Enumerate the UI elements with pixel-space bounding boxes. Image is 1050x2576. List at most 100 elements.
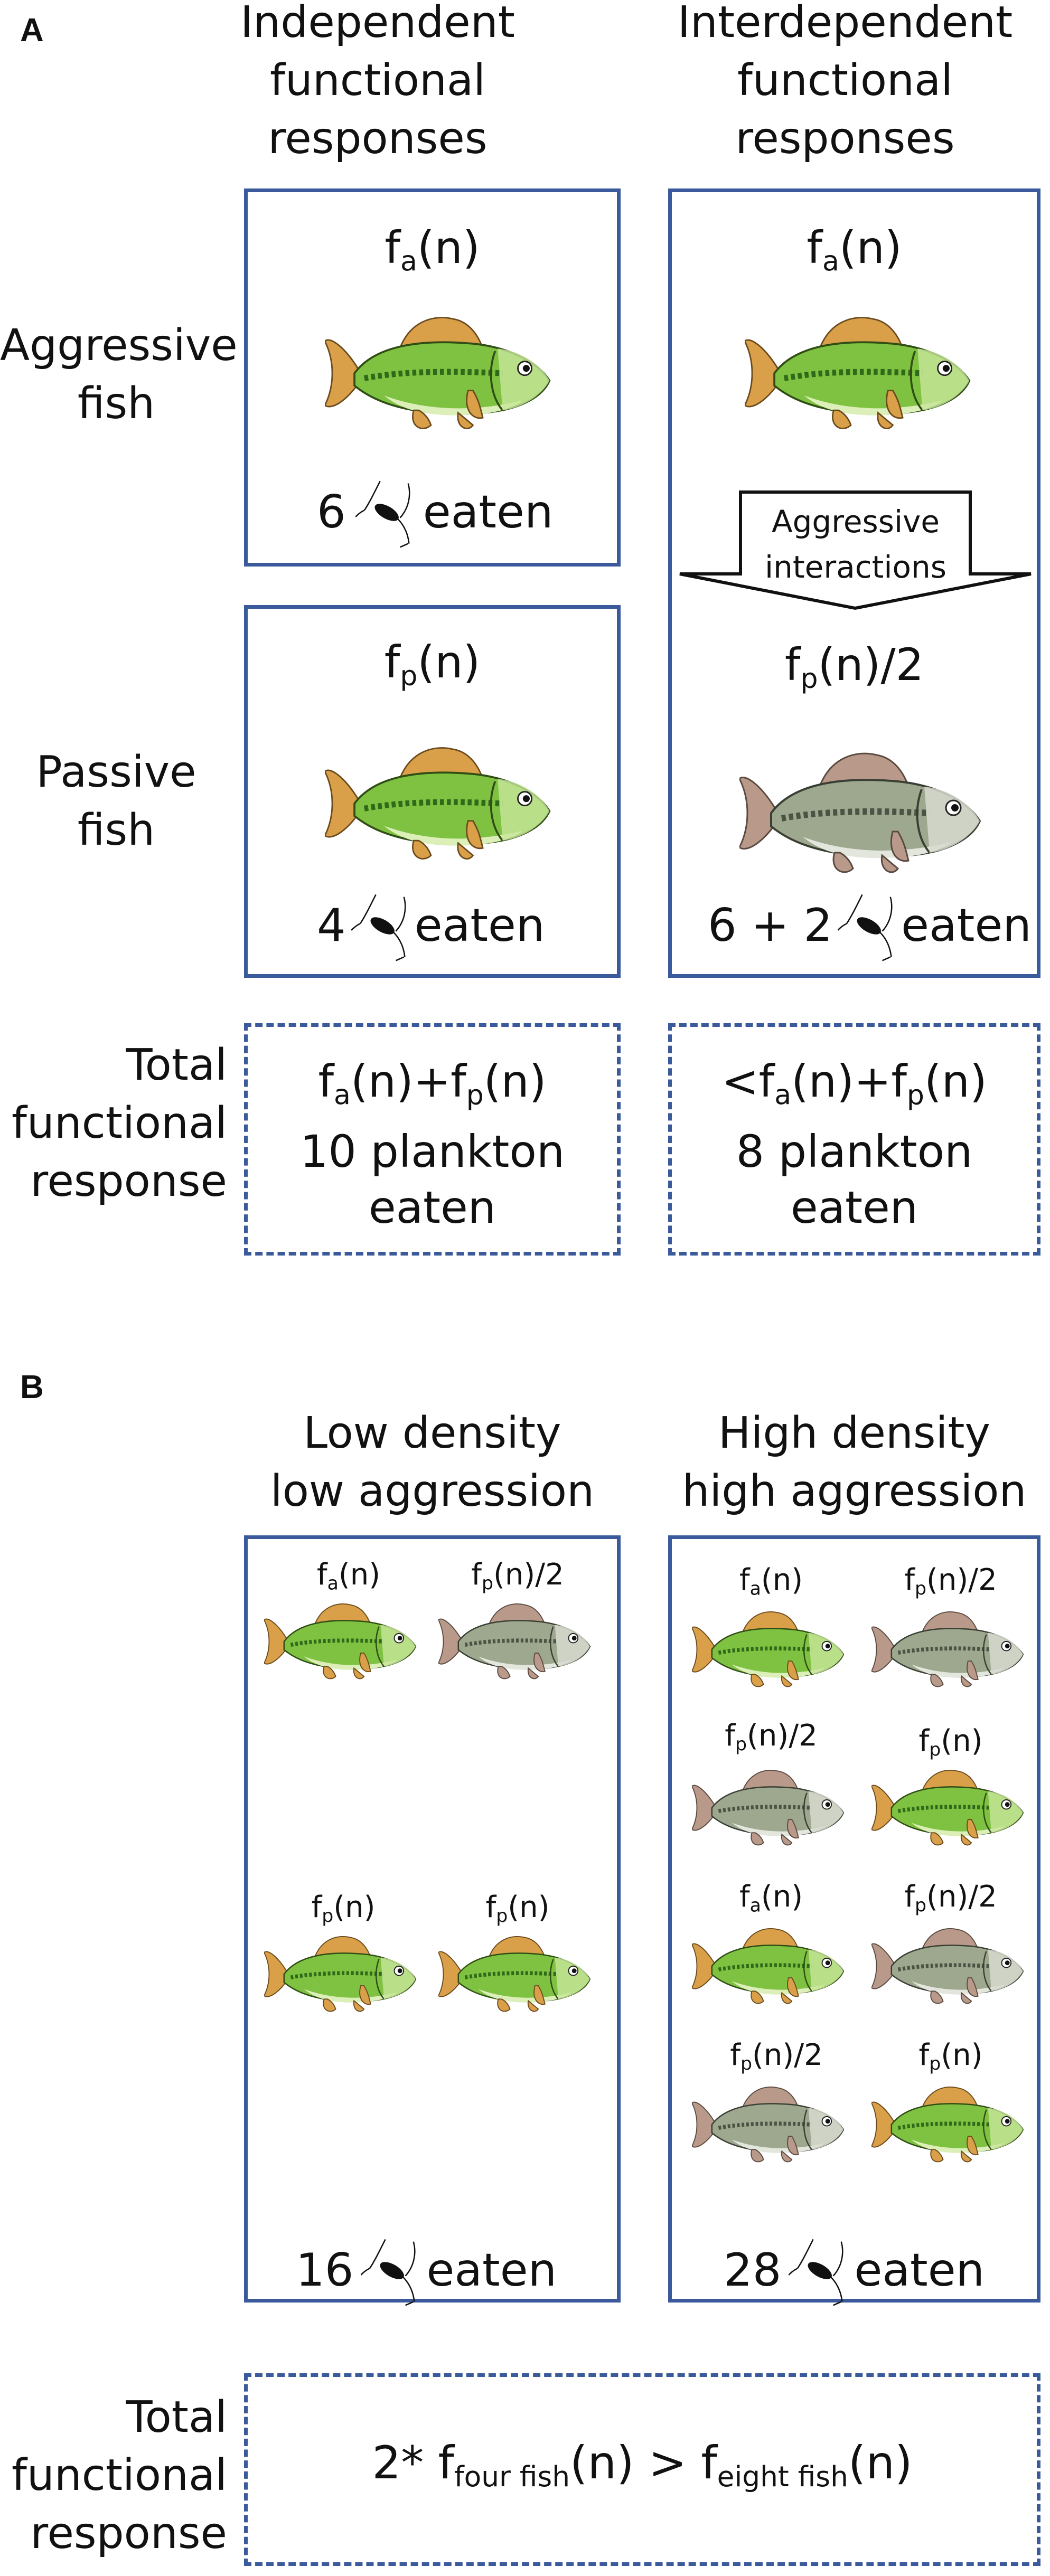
f-arg: (n) <box>417 636 481 688</box>
total-interdependent: <fa(n)+fp(n) 8 plankton eaten <box>668 1053 1040 1235</box>
eaten-count-independent-aggressive: 6 eaten <box>317 480 553 544</box>
f-arg: (n) <box>941 1724 983 1758</box>
row-label-total: Total functional response <box>0 1036 227 1211</box>
passive-fish-icon <box>739 747 982 879</box>
f-arg: (n) <box>791 1055 854 1107</box>
row-label-line: Aggressive <box>0 320 238 371</box>
f-arg: (n) <box>761 1563 803 1597</box>
passive-fish-icon <box>871 1924 1025 2008</box>
f-subscript: p <box>740 2053 753 2075</box>
total-count-line: 10 plankton <box>299 1125 565 1177</box>
col-title-line: Interdependent <box>677 0 1013 48</box>
f-symbol: f <box>739 1563 750 1597</box>
f-symbol: f <box>904 1563 915 1597</box>
f-arg: (n) <box>761 1880 803 1914</box>
formula-fp: fp(n) <box>264 1890 423 1927</box>
f-symbol: f <box>730 2038 740 2072</box>
box-independent-passive <box>244 605 621 978</box>
f-arg: (n) <box>483 1055 547 1107</box>
arrow-label: Aggressive interactions <box>739 499 972 590</box>
f-arg: (n) <box>752 2038 794 2072</box>
col-title-line: low aggression <box>270 1466 595 1516</box>
eaten-count-independent-passive: 4 eaten <box>317 894 545 957</box>
col-title-line: High density <box>718 1408 991 1458</box>
col-title-independent: Independent functional responses <box>240 0 515 168</box>
eaten-label: eaten <box>426 2244 557 2297</box>
f-arg: (n) <box>839 222 902 273</box>
formula-fp: fp(n) <box>871 2038 1030 2075</box>
row-label-line: Total <box>126 1040 227 1090</box>
f-half: /2 <box>794 2038 823 2072</box>
f-symbol: f <box>739 1880 750 1914</box>
f-subscript: a <box>400 246 417 278</box>
f-arg: (n) <box>926 1563 969 1597</box>
formula-fp-half: fp(n)/2 <box>697 2038 856 2075</box>
lt-sign: < <box>721 1055 759 1107</box>
f-arg: (n) <box>818 639 881 691</box>
box-total-b <box>244 2373 1040 2566</box>
eaten-number: 6 <box>317 486 346 539</box>
plankton-icon <box>351 890 409 961</box>
aggressive-fish-icon <box>871 1766 1025 1850</box>
formula-fa: fa(n) <box>269 1558 428 1594</box>
formula-fp-half: fp(n)/2 <box>871 1563 1030 1600</box>
f-arg: (n) <box>333 1890 376 1924</box>
aggressive-fish-icon <box>264 1600 417 1683</box>
formula-fp: fp(n) <box>244 636 621 692</box>
aggressive-fish-icon <box>438 1932 592 2016</box>
f-subscript: a <box>774 1079 792 1111</box>
f-arg: (n) <box>570 2437 634 2489</box>
f-arg: (n) <box>338 1558 381 1592</box>
down-arrow-icon <box>679 490 1032 610</box>
f-arg: (n) <box>747 1719 789 1753</box>
eaten-label: eaten <box>414 899 545 952</box>
formula-fa: fa(n) <box>668 222 1040 278</box>
total-count-line: eaten <box>790 1181 918 1233</box>
f-symbol: f <box>451 1055 466 1107</box>
f-arg: (n) <box>848 2437 913 2489</box>
formula-fa: fa(n) <box>692 1563 850 1600</box>
aggressive-fish-icon <box>264 1932 417 2016</box>
f-half: /2 <box>968 1563 997 1597</box>
col-title-line: functional <box>737 55 953 106</box>
plankton-icon <box>789 2235 847 2306</box>
f-half: /2 <box>968 1880 997 1914</box>
formula-less-sum: <fa(n)+fp(n) <box>668 1053 1040 1124</box>
eaten-count-interdependent-passive: 6 + 2 eaten <box>708 894 1032 957</box>
f-half: /2 <box>535 1558 564 1592</box>
f-symbol: f <box>471 1558 482 1592</box>
box-independent-aggressive <box>244 188 621 567</box>
plankton-icon <box>838 890 896 961</box>
formula-fa: fa(n) <box>244 222 621 278</box>
col-title-line: Independent <box>240 0 515 48</box>
f-symbol: f <box>384 636 400 688</box>
row-label-line: fish <box>77 379 155 429</box>
f-subscript: a <box>334 1079 351 1111</box>
formula-fp-half: fp(n)/2 <box>871 1880 1030 1917</box>
f-symbol: f <box>316 1558 327 1592</box>
col-title-interdependent: Interdependent functional responses <box>655 0 1035 168</box>
row-label-passive: Passive fish <box>0 743 232 860</box>
col-title-line: responses <box>735 114 955 164</box>
row-label-line: functional <box>12 2450 227 2500</box>
plankton-icon <box>361 2235 419 2306</box>
f-arg: (n) <box>417 222 480 273</box>
panel-b-letter: B <box>20 1369 44 1405</box>
f-subscript: a <box>822 246 839 278</box>
col-title-line: Low density <box>303 1408 561 1458</box>
eaten-number: 16 <box>296 2244 354 2297</box>
f-subscript: p <box>735 1734 747 1756</box>
col-title-low: Low density low aggression <box>244 1404 621 1521</box>
f-subscript: p <box>481 1573 494 1594</box>
f-arg: (n) <box>508 1890 550 1924</box>
col-title-high: High density high aggression <box>668 1404 1040 1521</box>
row-label-line: functional <box>12 1098 227 1148</box>
f-subscript: p <box>906 1079 924 1111</box>
f-subscript: p <box>929 1739 941 1761</box>
f-subscript: a <box>749 1895 761 1917</box>
eq-prefix: 2* <box>372 2437 438 2489</box>
f-symbol: f <box>784 639 801 691</box>
f-symbol: f <box>758 1055 775 1107</box>
aggressive-fish-icon <box>745 312 972 435</box>
total-count-line: eaten <box>368 1181 496 1233</box>
